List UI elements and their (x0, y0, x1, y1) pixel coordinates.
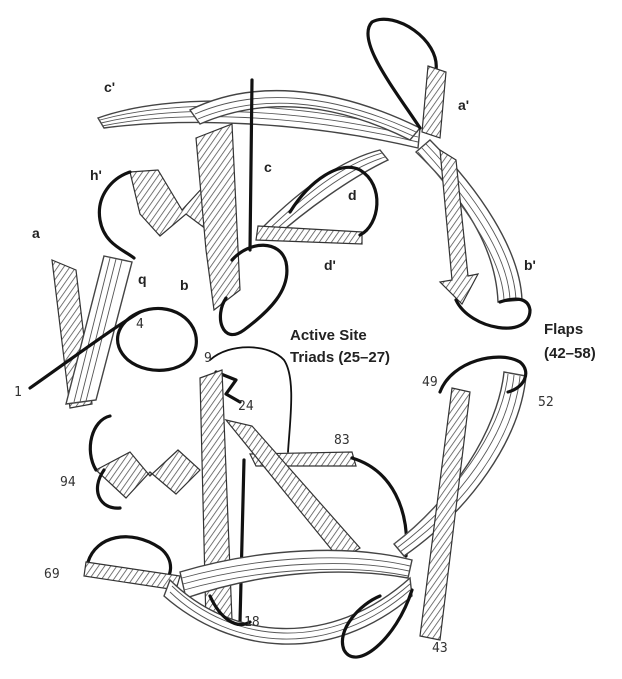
label-a: a (32, 225, 40, 241)
residue-52: 52 (538, 395, 554, 410)
strand-69 (84, 562, 180, 590)
loop-h-prime (99, 172, 134, 258)
residue-1: 1 (14, 385, 22, 400)
label-a-prime: a' (458, 97, 469, 113)
flaps-label-line1: Flaps (544, 321, 583, 338)
flap-tip-upper (456, 299, 530, 328)
residue-94: 94 (60, 475, 76, 490)
flaps-label-line2: (42–58) (544, 345, 596, 362)
residue-43: 43 (432, 641, 448, 656)
residue-4: 4 (136, 317, 144, 332)
strand-a-prime-flap (422, 66, 446, 138)
residue-24: 24 (238, 399, 254, 414)
strand-c (250, 80, 252, 250)
label-b-prime: b' (524, 257, 536, 273)
active-site-label-line1: Active Site (290, 327, 367, 344)
strand-c-lower (240, 460, 244, 622)
label-q: q (138, 271, 147, 287)
helix-lower (96, 450, 200, 498)
label-b: b (180, 277, 189, 293)
residue-9: 9 (204, 351, 212, 366)
active-site-label-line2: Triads (25–27) (290, 349, 390, 366)
label-c: c (264, 159, 272, 175)
residue-83: 83 (334, 433, 350, 448)
loop-4 (118, 308, 197, 370)
strand-b-upper (196, 124, 240, 310)
label-c-prime: c' (104, 79, 115, 95)
label-d-prime: d' (324, 257, 336, 273)
residue-69: 69 (44, 567, 60, 582)
residue-18: 18 (244, 615, 260, 630)
residue-49: 49 (422, 375, 438, 390)
loop-94 (90, 416, 110, 470)
label-h-prime: h' (90, 167, 102, 183)
strand-d-prime (256, 226, 362, 244)
label-d: d (348, 187, 357, 203)
